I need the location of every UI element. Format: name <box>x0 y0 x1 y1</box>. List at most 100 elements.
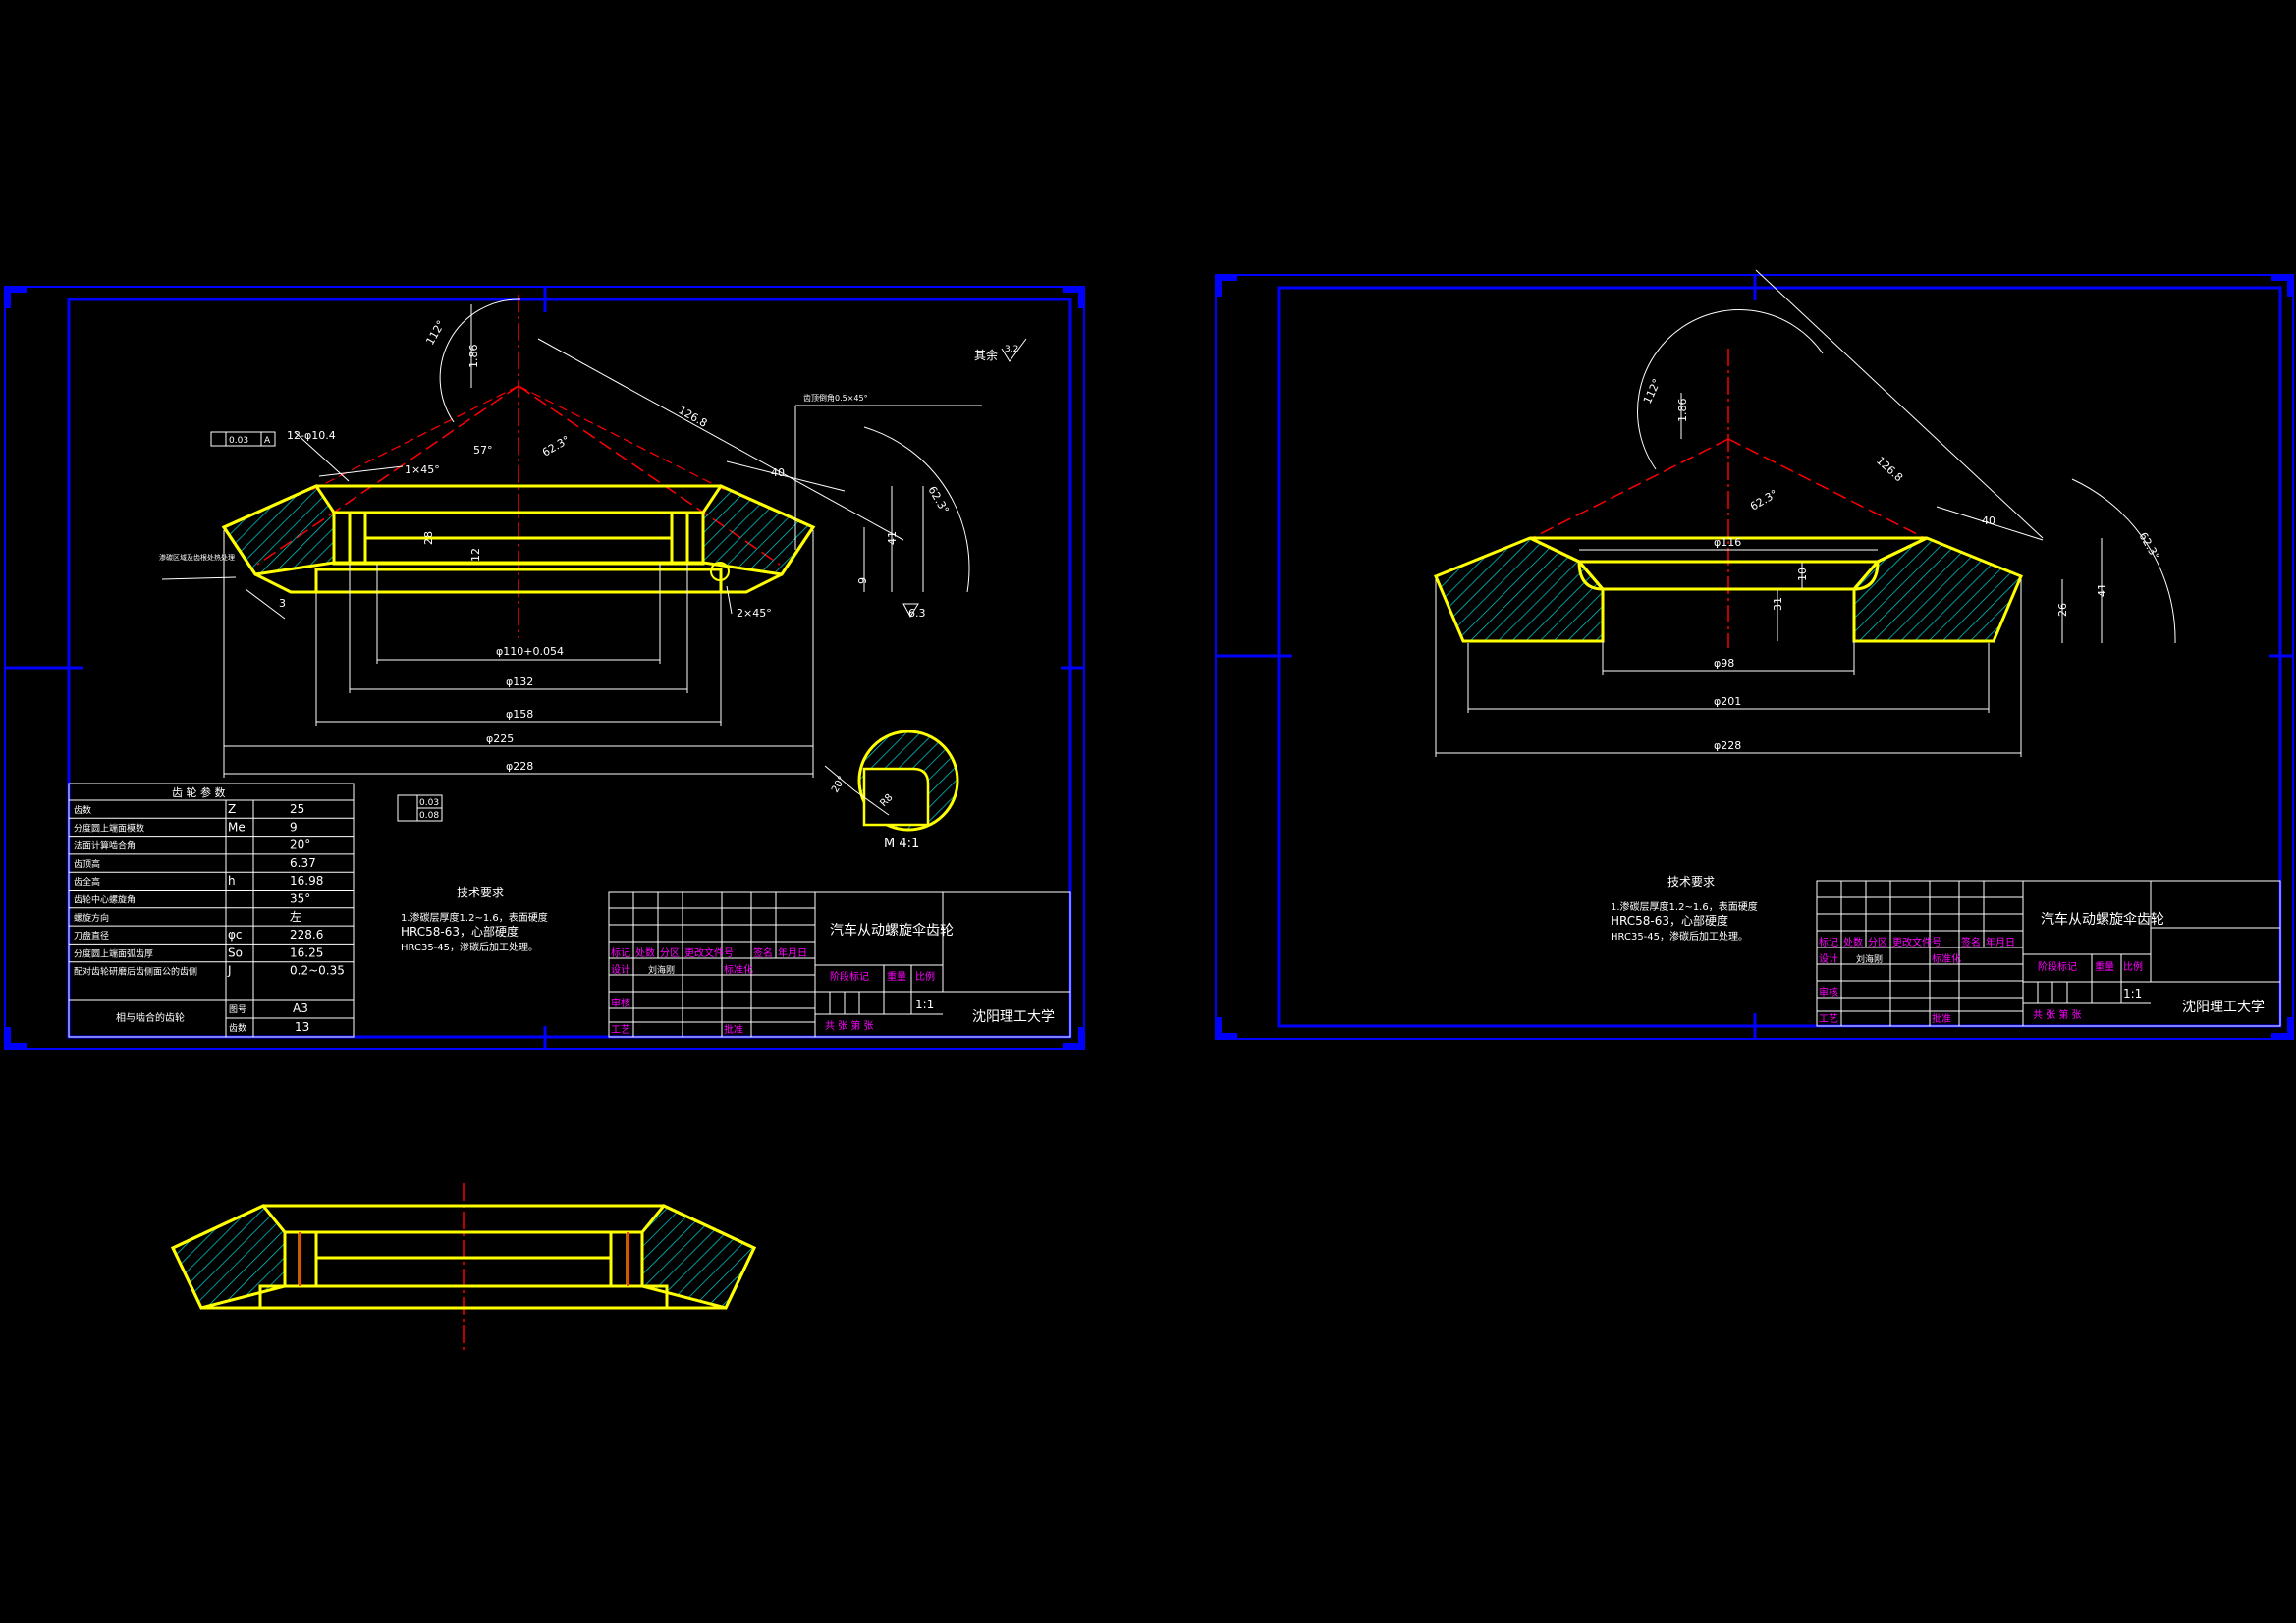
param-sym-9: J <box>227 964 232 978</box>
dim-h9: 9 <box>856 577 869 584</box>
param-val-4: 16.98 <box>290 874 323 888</box>
dim-h3: 3 <box>279 597 286 610</box>
dim2-h31: 31 <box>1772 597 1784 611</box>
param-name-5: 齿轮中心螺旋角 <box>74 894 136 906</box>
dim-len126: 126.8 <box>677 404 710 430</box>
dim2-d116: φ116 <box>1714 536 1741 549</box>
tech-requirements: 技术要求 1.渗碳层厚度1.2~1.6，表面硬度 HRC58-63，心部硬度 H… <box>401 886 548 953</box>
svg-text:阶段标记: 阶段标记 <box>830 970 869 983</box>
svg-text:比例: 比例 <box>915 970 935 983</box>
svg-text:阶段标记: 阶段标记 <box>2038 960 2077 973</box>
dim2-ang623b: 62.3° <box>1748 487 1779 513</box>
tb1-designer: 刘海刚 <box>648 964 675 976</box>
dim2-d98: φ98 <box>1714 657 1734 670</box>
mate-row-val-1: 13 <box>295 1020 309 1034</box>
loose-section-view <box>170 1183 757 1350</box>
tech-line-3: HRC35-45，渗碳后加工处理。 <box>401 941 538 953</box>
dim2-len126: 126.8 <box>1874 455 1905 485</box>
svg-text:设计: 设计 <box>1819 952 1838 965</box>
param-name-2: 法面计算啮合角 <box>74 840 136 852</box>
svg-text:技术要求: 技术要求 <box>1667 875 1715 889</box>
svg-text:年月日: 年月日 <box>1986 936 2015 948</box>
param-val-8: 16.25 <box>290 946 323 959</box>
param-name-0: 齿数 <box>74 804 91 816</box>
dim-cham2: 2×45° <box>737 607 772 620</box>
param-sym-7: φc <box>228 928 243 942</box>
mate-gear-label: 相与啮合的齿轮 <box>116 1011 185 1024</box>
param-sym-4: h <box>228 874 236 888</box>
gear-section-2-right <box>1852 536 2023 643</box>
dim2-h26: 26 <box>2056 603 2069 617</box>
sheet-1: φ110+0.054 φ132 φ158 φ225 φ228 126.8 62.… <box>4 286 1085 1050</box>
gear-body-2 <box>1529 536 1928 591</box>
svg-text:更改文件号: 更改文件号 <box>684 947 734 959</box>
svg-text:分区: 分区 <box>660 947 680 959</box>
param-sym-1: Me <box>228 820 246 834</box>
param-name-4: 齿全高 <box>74 876 100 888</box>
dim-d225: φ225 <box>486 732 514 745</box>
position-value: 0.03 <box>419 798 439 808</box>
gear-section-2-left <box>1434 536 1605 643</box>
svg-text:刘海刚: 刘海刚 <box>1856 953 1883 965</box>
detail-scale-label: M 4:1 <box>884 837 919 851</box>
tolerance-value: 0.03 <box>229 436 248 446</box>
param-sym-0: Z <box>228 802 236 816</box>
param-val-0: 25 <box>290 802 304 816</box>
svg-text:标准化: 标准化 <box>1932 952 1961 965</box>
dim2-d201: φ201 <box>1714 695 1741 708</box>
dim-d132: φ132 <box>506 676 533 688</box>
corner-mark <box>5 1027 27 1049</box>
dim2-ang112: 112° <box>1641 377 1664 406</box>
tolerance-datum: A <box>264 436 271 446</box>
tb1-scale: 1:1 <box>915 998 934 1011</box>
dim2-h40: 40 <box>1982 514 1995 527</box>
dim-h41: 41 <box>886 531 899 545</box>
dim-ang112: 112° <box>423 318 448 347</box>
dim2-d228: φ228 <box>1714 739 1741 752</box>
note-left-heat: 渗碳区域及齿根处热处理 <box>159 553 235 562</box>
mate-row-val-0: A3 <box>293 1001 308 1015</box>
mate-row-key-0: 图号 <box>229 1004 246 1015</box>
svg-text:共 张 第 张: 共 张 第 张 <box>825 1019 874 1032</box>
dim-ang623b: 62.3° <box>540 433 572 459</box>
position-value-2: 0.08 <box>419 811 439 821</box>
dim-d158: φ158 <box>506 708 533 721</box>
detail-angle: 20° <box>830 775 847 795</box>
tb2-school: 沈阳理工大学 <box>2182 1000 2265 1015</box>
dim-holes: 12-φ10.4 <box>287 429 336 442</box>
tb1-school: 沈阳理工大学 <box>972 1009 1055 1025</box>
dim-ang57: 57° <box>473 444 493 457</box>
corner-mark <box>1063 287 1084 308</box>
svg-text:标准化: 标准化 <box>724 963 753 976</box>
svg-text:批准: 批准 <box>724 1023 743 1036</box>
note-top-chamfer: 齿顶倒角0.5×45° <box>803 393 868 403</box>
corner-mark <box>1063 1027 1084 1049</box>
param-val-5: 35° <box>290 893 310 906</box>
svg-text:HRC58-63，心部硬度: HRC58-63，心部硬度 <box>1611 913 1728 928</box>
param-name-3: 齿顶高 <box>74 858 100 870</box>
dim2-h186: 1.86 <box>1676 399 1689 423</box>
svg-text:1.渗碳层厚度1.2~1.6，表面硬度: 1.渗碳层厚度1.2~1.6，表面硬度 <box>1611 900 1758 913</box>
svg-text:HRC35-45，渗碳后加工处理。: HRC35-45，渗碳后加工处理。 <box>1611 930 1748 943</box>
svg-text:审核: 审核 <box>611 997 630 1009</box>
title-block-2: 汽车从动螺旋伞齿轮 沈阳理工大学 1:1 标记 处数 分区 更改文件号 签名 年… <box>1816 880 2281 1027</box>
dim-cham1: 1×45° <box>405 463 440 476</box>
corner-mark <box>5 287 27 308</box>
svg-text:比例: 比例 <box>2123 960 2143 973</box>
dim2-h10: 10 <box>1796 568 1809 581</box>
param-val-6: 左 <box>290 909 301 924</box>
param-name-7: 刀盘直径 <box>74 930 109 942</box>
dimensions <box>161 298 982 778</box>
svg-text:审核: 审核 <box>1819 986 1838 999</box>
svg-text:更改文件号: 更改文件号 <box>1892 936 1941 948</box>
mate-row-key-1: 齿数 <box>229 1022 246 1034</box>
tech-requirements-2: 技术要求 1.渗碳层厚度1.2~1.6，表面硬度 HRC58-63，心部硬度 H… <box>1611 875 1758 943</box>
param-val-9: 0.2~0.35 <box>290 964 345 978</box>
param-name-1: 分度圆上端面模数 <box>74 822 144 834</box>
roughness-rest-label: 其余 <box>974 348 998 362</box>
param-val-7: 228.6 <box>290 928 323 942</box>
svg-text:重量: 重量 <box>2095 960 2114 973</box>
svg-text:分区: 分区 <box>1868 937 1887 948</box>
